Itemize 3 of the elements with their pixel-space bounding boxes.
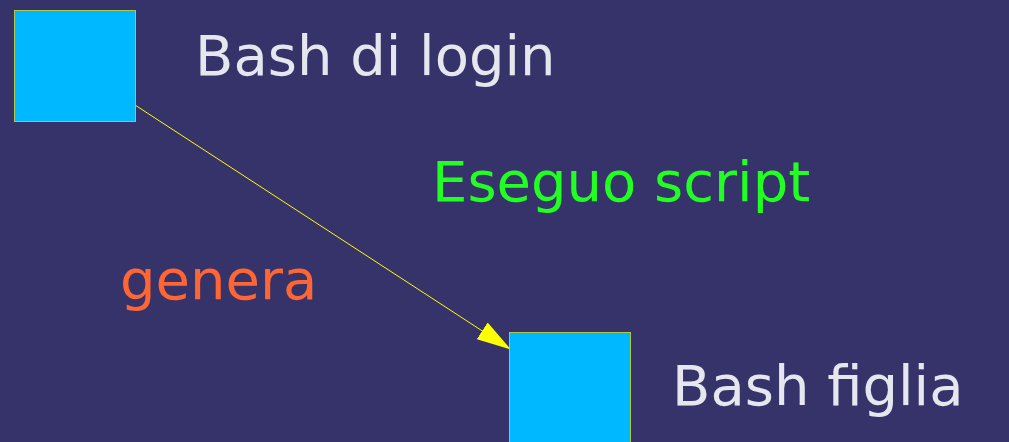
- arrow: [135, 105, 511, 350]
- process-box: [14, 10, 136, 122]
- process-box: [509, 332, 631, 442]
